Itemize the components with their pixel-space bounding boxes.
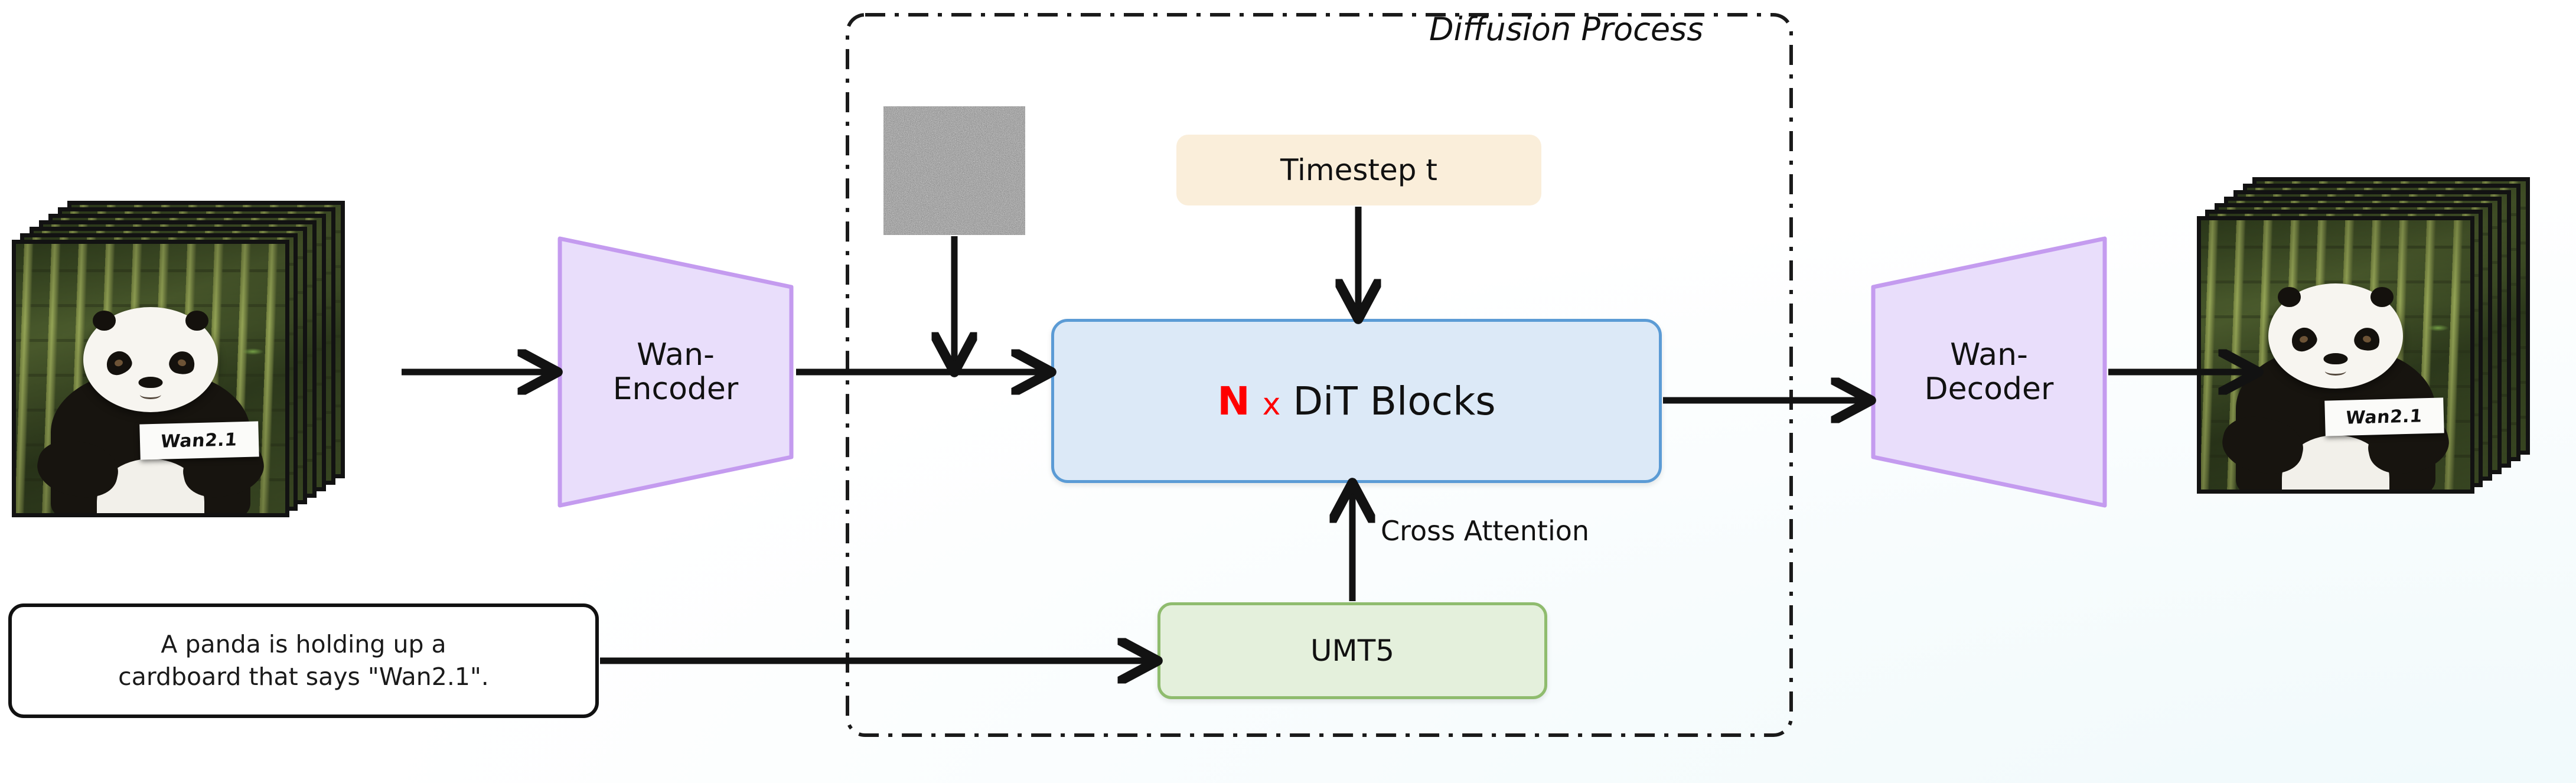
prompt-textbox[interactable]: A panda is holding up a cardboard that s… — [8, 603, 599, 718]
dit-blocks-label: N x DiT Blocks — [1217, 379, 1495, 424]
umt5-label: UMT5 — [1310, 634, 1395, 668]
umt5-text-encoder-box[interactable]: UMT5 — [1157, 602, 1547, 699]
panda-illustration: Wan2.1 — [2201, 279, 2470, 490]
prompt-line-2: cardboard that says "Wan2.1". — [118, 663, 489, 691]
panda-illustration: Wan2.1 — [16, 303, 285, 513]
wan-encoder-block[interactable]: Wan- Encoder — [557, 236, 794, 508]
dit-blocks-box[interactable]: N x DiT Blocks — [1051, 319, 1662, 483]
cardboard-sign: Wan2.1 — [2324, 397, 2444, 437]
prompt-line-1: A panda is holding up a — [161, 630, 446, 659]
gaussian-noise-patch — [883, 106, 1025, 235]
timestep-label: Timestep t — [1280, 153, 1437, 187]
cardboard-sign: Wan2.1 — [139, 421, 259, 461]
dit-multiply-symbol: x — [1262, 386, 1281, 422]
cross-attention-label: Cross Attention — [1381, 515, 1590, 547]
dit-blocks-text: DiT Blocks — [1293, 378, 1496, 424]
input-video-frames: Wan2.1 — [12, 201, 345, 520]
cardboard-sign-text: Wan2.1 — [159, 429, 239, 452]
diffusion-process-title: Diffusion Process — [1429, 11, 1704, 48]
output-video-frames: Wan2.1 — [2197, 177, 2563, 543]
dit-repeat-count: N — [1217, 378, 1250, 424]
cardboard-sign-text: Wan2.1 — [2345, 406, 2424, 429]
video-frame-front: Wan2.1 — [12, 240, 289, 517]
wan-decoder-block[interactable]: Wan- Decoder — [1871, 236, 2107, 508]
video-frame-front: Wan2.1 — [2197, 216, 2474, 494]
timestep-box[interactable]: Timestep t — [1176, 135, 1541, 205]
